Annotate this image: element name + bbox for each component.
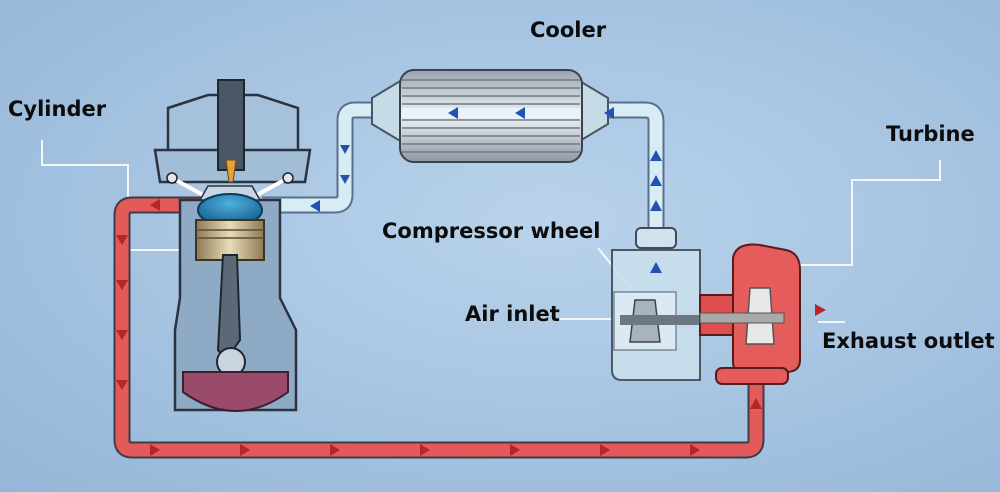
cylinder-leader-line: [41, 140, 185, 251]
cylinder-label: Cylinder: [8, 97, 107, 121]
engine-cylinder: [153, 79, 312, 412]
exhaust-outlet-label: Exhaust outlet: [822, 329, 995, 353]
turbine-leader-line: [800, 160, 941, 266]
air-inlet-label: Air inlet: [465, 302, 560, 326]
turbine-housing: [699, 243, 801, 385]
compressor-wheel-label: Compressor wheel: [382, 219, 601, 243]
cooler-unit: [371, 69, 609, 163]
turbine-label: Turbine: [886, 122, 975, 146]
compressor-housing: [611, 227, 704, 381]
intake-flow-arrows: [310, 107, 662, 273]
exhaust-flow-arrows: [116, 199, 826, 456]
cooler-label: Cooler: [530, 18, 607, 42]
